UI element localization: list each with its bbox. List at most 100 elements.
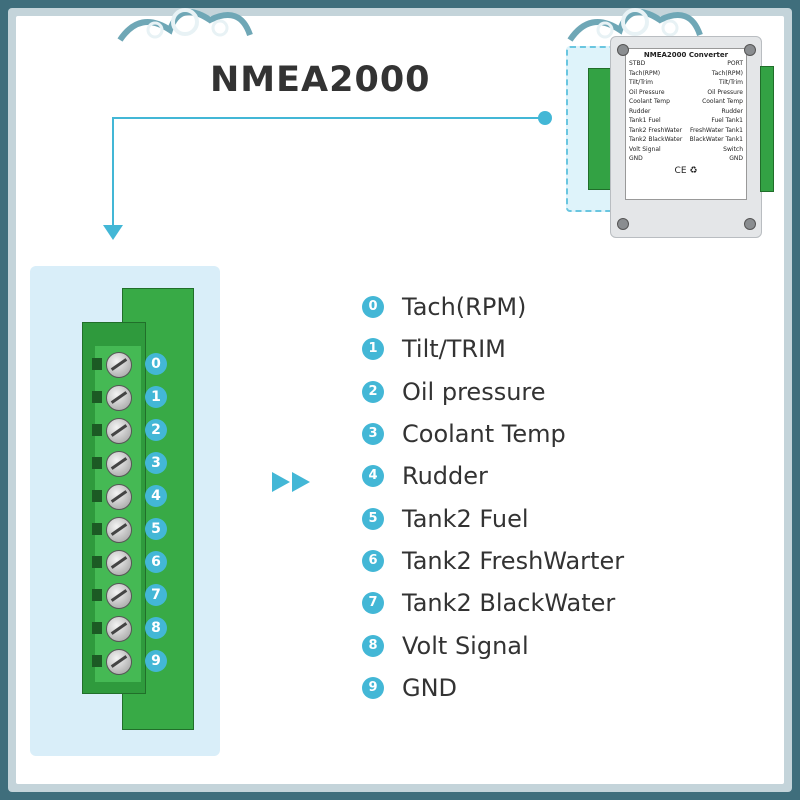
screw-icon	[617, 218, 629, 230]
pin-label: Volt Signal	[402, 631, 529, 660]
terminal-slot	[92, 457, 102, 469]
list-item: 4 Rudder	[362, 455, 624, 497]
device-label-row: STBD PORT	[626, 59, 746, 69]
list-item: 7 Tank2 BlackWater	[362, 582, 624, 624]
device-row-left: Tank2 BlackWater	[629, 136, 683, 143]
pin-badge: 8	[362, 634, 384, 657]
device-row-left: Tach(RPM)	[629, 69, 661, 77]
screw-icon	[106, 616, 132, 642]
screw-icon	[617, 44, 629, 56]
device-row-left: Coolant Temp	[629, 98, 670, 105]
pin-badge: 3	[362, 423, 384, 446]
list-item: 9 GND	[362, 667, 624, 709]
screw-icon	[106, 550, 132, 576]
pin-label: Tank2 BlackWater	[402, 589, 616, 618]
list-item: 3 Coolant Temp	[362, 413, 624, 455]
pin-label: Tach(RPM)	[402, 293, 527, 322]
pin-label: Coolant Temp	[402, 420, 566, 449]
pin-badge: 2	[362, 380, 384, 403]
device-row-left: STBD	[629, 60, 646, 67]
device-label-header: NMEA2000 Converter	[643, 51, 729, 59]
double-arrow-icon	[272, 472, 310, 492]
device-right-terminal	[760, 66, 774, 192]
device-row-right: Oil Pressure	[707, 88, 743, 96]
pin-badge: 7	[362, 592, 384, 615]
pin-label: GND	[402, 673, 458, 702]
terminal-pin-number: 0	[145, 353, 167, 375]
pin-badge: 0	[362, 296, 384, 319]
screw-icon	[744, 44, 756, 56]
cloud-ornament-left-icon	[117, 8, 253, 42]
list-item: 0 Tach(RPM)	[362, 286, 624, 328]
pin-label: Tank2 Fuel	[402, 504, 529, 533]
list-item: 6 Tank2 FreshWarter	[362, 540, 624, 582]
terminal-pin-number: 6	[145, 551, 167, 573]
terminal-pin-number: 9	[145, 650, 167, 672]
device-row-right: Coolant Temp	[702, 98, 743, 105]
pin-badge: 9	[362, 676, 384, 699]
screw-icon	[106, 418, 132, 444]
device-label-row: Rudder Rudder	[626, 107, 746, 117]
terminal-slot	[92, 622, 102, 634]
device-row-right: Fuel Tank1	[711, 117, 743, 124]
pin-label: Rudder	[402, 462, 488, 491]
device-row-left: Rudder	[629, 107, 651, 115]
screw-icon	[106, 484, 132, 510]
device-cert-marks: CE ♻	[674, 165, 698, 176]
terminal-slot	[92, 556, 102, 568]
terminal-slot	[92, 523, 102, 535]
terminal-pin-number: 2	[145, 419, 167, 441]
device-row-left: Oil Pressure	[629, 88, 665, 96]
pin-badge: 6	[362, 549, 384, 572]
pin-label: Oil pressure	[402, 377, 546, 406]
device-label-row: GND GND	[626, 154, 746, 164]
terminal-slot	[92, 358, 102, 370]
terminal-pin-number: 8	[145, 617, 167, 639]
device-label-row: Tank1 Fuel Fuel Tank1	[626, 116, 746, 126]
device-left-terminal	[588, 68, 612, 190]
pin-list: 0 Tach(RPM) 1 Tilt/TRIM 2 Oil pressure 3 Coo…	[362, 286, 624, 709]
device-row-left: Tank1 Fuel	[629, 117, 661, 124]
pin-badge: 4	[362, 465, 384, 488]
cloud-ornament-right-icon	[567, 8, 703, 42]
device-row-left: GND	[629, 155, 643, 162]
screw-icon	[106, 583, 132, 609]
screw-icon	[106, 451, 132, 477]
device-row-right: Rudder	[721, 107, 743, 115]
list-item: 8 Volt Signal	[362, 624, 624, 666]
screw-icon	[106, 352, 132, 378]
terminal-slot	[92, 490, 102, 502]
device-row-right: Tach(RPM)	[711, 69, 743, 77]
device-label-row: Oil Pressure Oil Pressure	[626, 88, 746, 98]
terminal-pin-number: 7	[145, 584, 167, 606]
pin-label: Tank2 FreshWarter	[402, 546, 625, 575]
list-item: 5 Tank2 Fuel	[362, 497, 624, 539]
terminal-slot	[92, 655, 102, 667]
device-row-left: Volt Signal	[629, 145, 661, 153]
device-row-left: Tank2 FreshWater	[629, 126, 683, 134]
device-row-right: PORT	[727, 60, 743, 67]
terminal-pin-number: 5	[145, 518, 167, 540]
pin-badge: 1	[362, 338, 384, 361]
terminal-pin-number: 4	[145, 485, 167, 507]
terminal-pin-number: 3	[145, 452, 167, 474]
list-item: 1 Tilt/TRIM	[362, 328, 624, 370]
terminal-slot	[92, 391, 102, 403]
device-row-right: GND	[729, 155, 743, 162]
screw-icon	[744, 218, 756, 230]
screw-icon	[106, 385, 132, 411]
screw-icon	[106, 649, 132, 675]
device-label-row: Tach(RPM) Tach(RPM)	[626, 69, 746, 79]
pin-label: Tilt/TRIM	[402, 335, 506, 364]
screw-icon	[106, 517, 132, 543]
page-title: NMEA2000	[210, 60, 431, 100]
list-item: 2 Oil pressure	[362, 371, 624, 413]
pin-badge: 5	[362, 507, 384, 530]
device-label-row: Coolant Temp Coolant Temp	[626, 97, 746, 107]
